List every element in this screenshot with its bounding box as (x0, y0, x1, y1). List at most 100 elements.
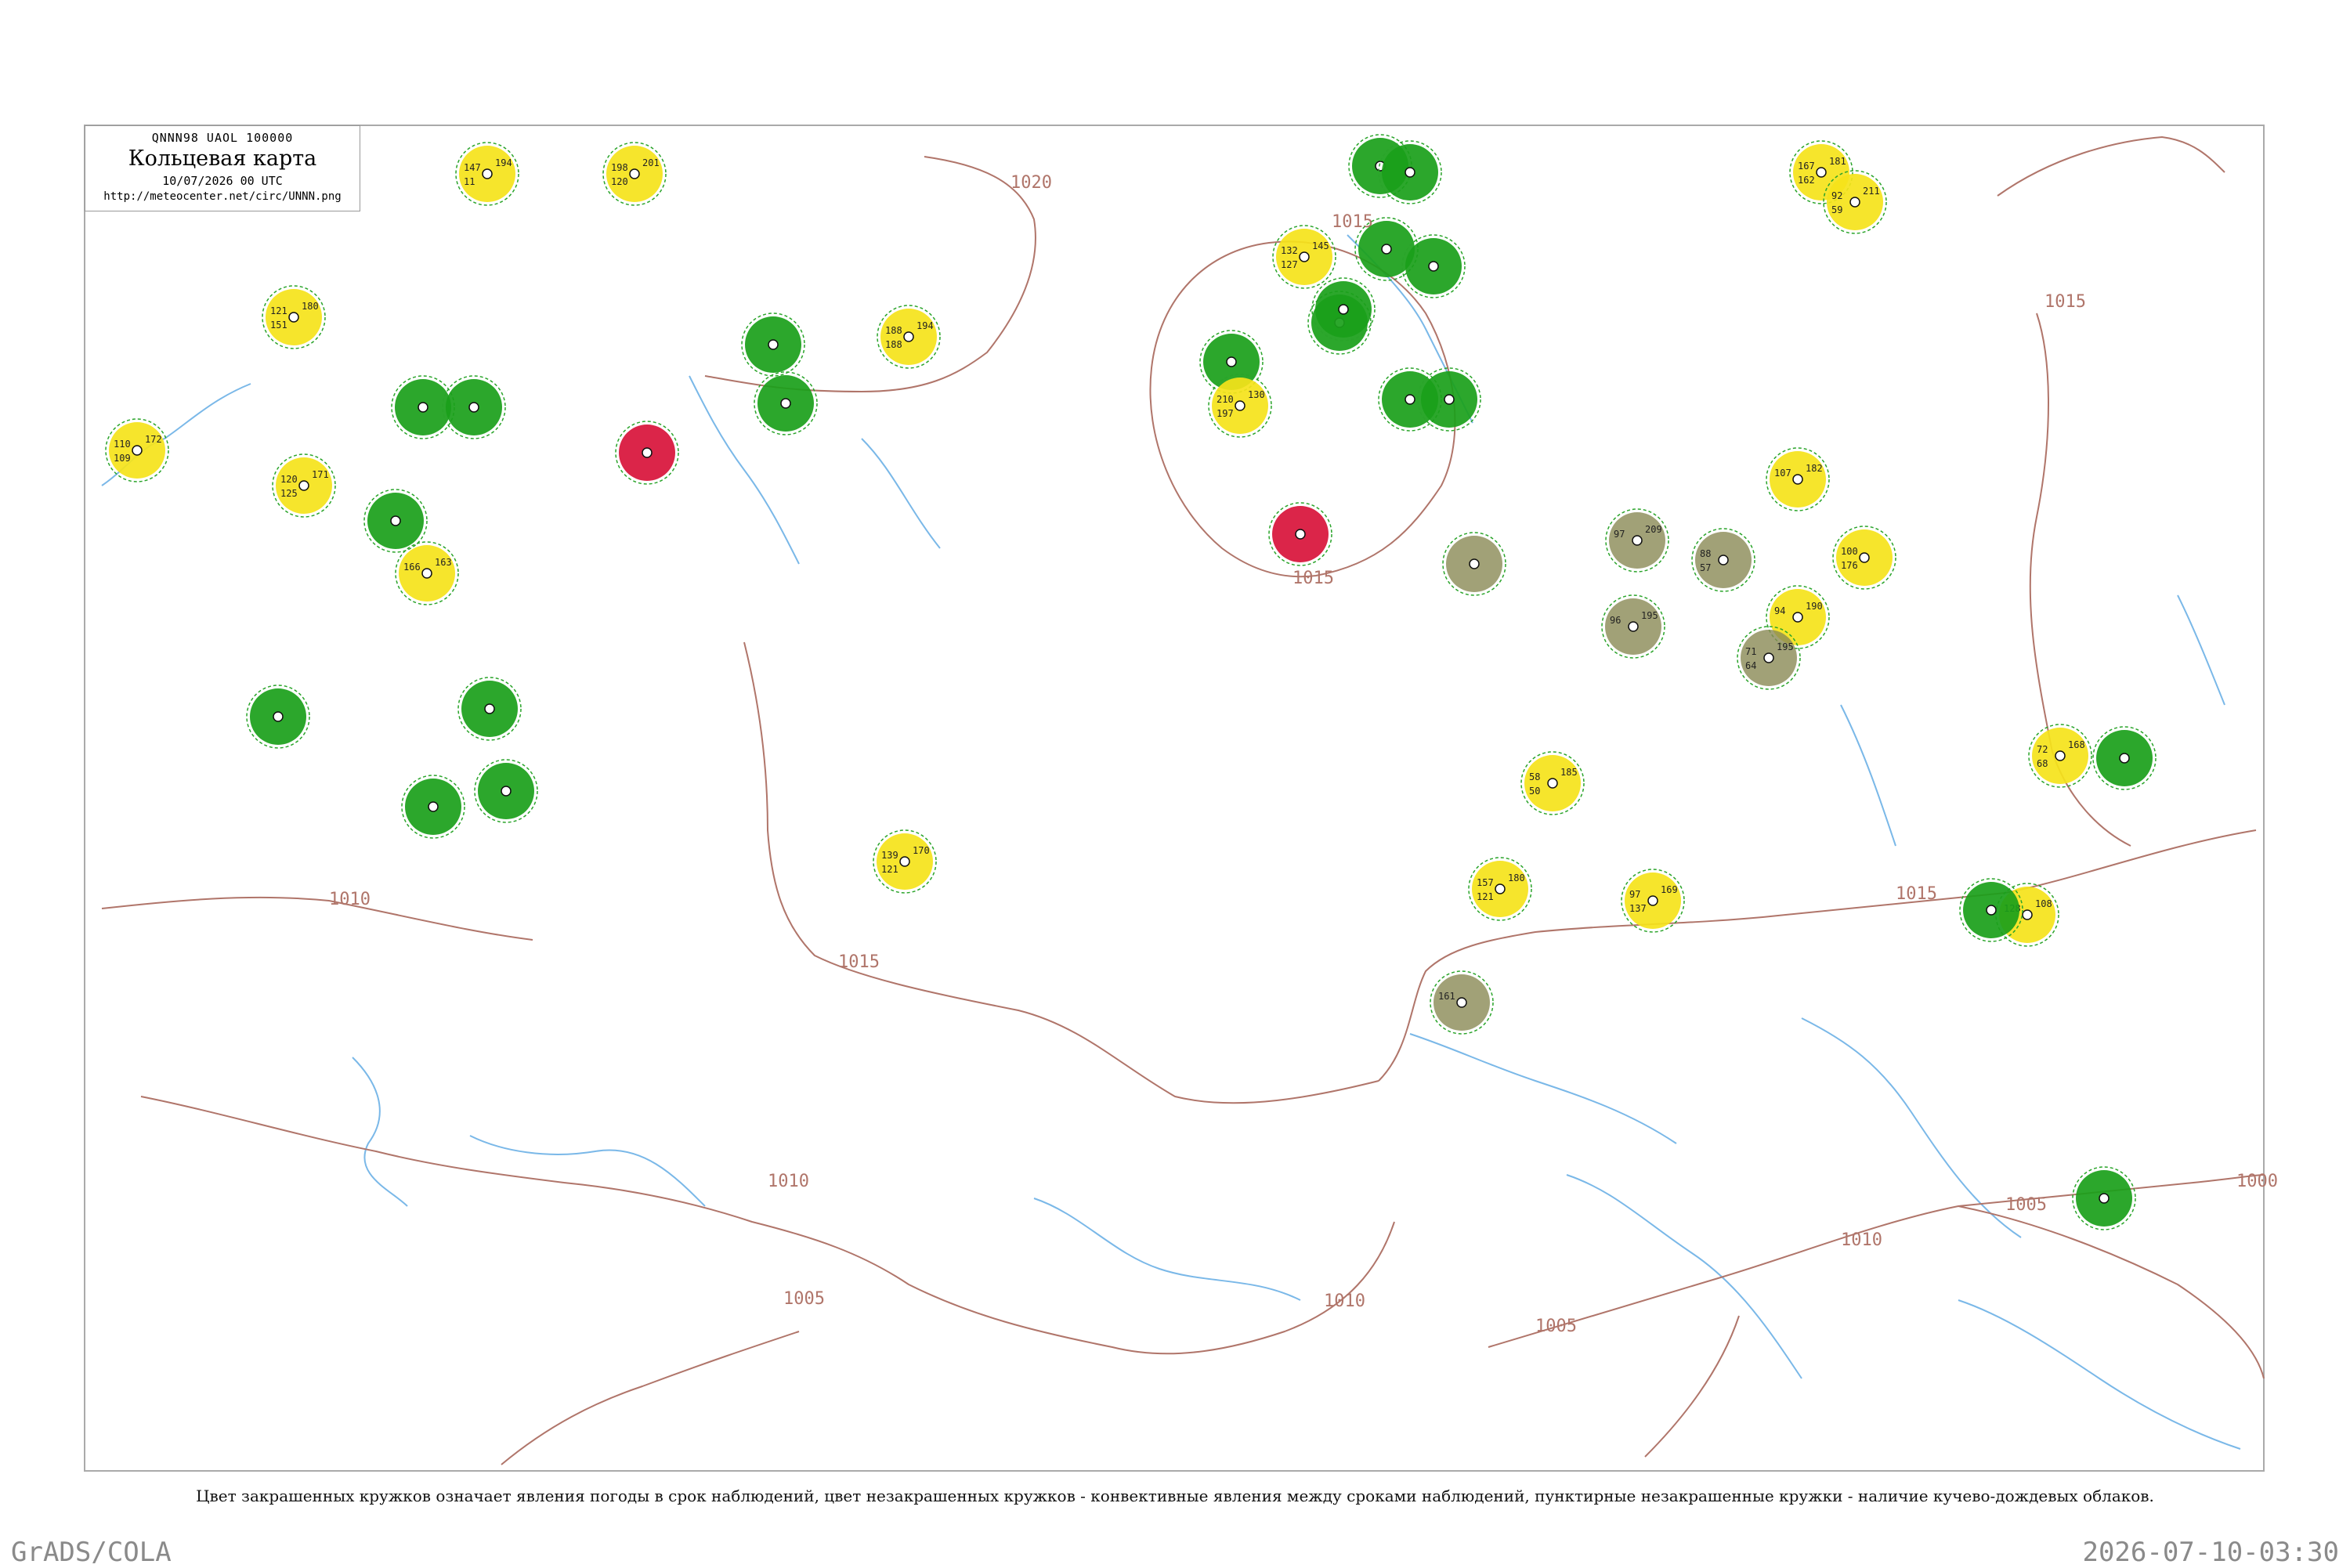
station-dewpoint: 188 (885, 339, 902, 350)
station-marker (1718, 555, 1729, 565)
station-marker (501, 786, 512, 797)
station-pressure: 195 (1777, 641, 1794, 652)
isobar-label: 1015 (1292, 569, 1334, 588)
station-marker (642, 447, 653, 458)
cb-cloud-ring (1311, 277, 1376, 341)
station-temperature: 121 (270, 305, 287, 316)
station-dewpoint: 109 (114, 453, 131, 464)
station-green-circle (2092, 726, 2157, 790)
station-yellow-circle: 194 147 11 (455, 142, 519, 206)
station-pressure: 163 (435, 557, 452, 568)
station-dewpoint: 151 (270, 320, 287, 331)
isobar-label: 1015 (2044, 292, 2086, 312)
footer-timestamp: 2026-07-10-03:30 (2082, 1537, 2339, 1568)
isobar-label: 1005 (1535, 1317, 1577, 1336)
station-pressure: 185 (1560, 767, 1578, 778)
cb-cloud-ring (1430, 970, 1494, 1035)
station-dewpoint: 125 (280, 488, 298, 499)
cb-cloud-ring (1605, 508, 1669, 573)
cb-cloud-ring (1417, 367, 1481, 432)
station-pressure: 201 (642, 157, 660, 168)
station-marker (1444, 394, 1455, 405)
cb-cloud-ring (457, 677, 522, 741)
station-pressure: 182 (1806, 463, 1823, 474)
station-pressure: 194 (495, 157, 512, 168)
station-green-circle (1311, 277, 1376, 341)
station-marker (1547, 778, 1558, 789)
station-marker (428, 801, 439, 812)
isobar-label: 1020 (1010, 173, 1052, 193)
cb-cloud-ring (474, 759, 538, 823)
cb-cloud-ring (455, 142, 519, 206)
cb-cloud-ring (602, 142, 667, 206)
station-temperature: 161 (1438, 991, 1455, 1002)
station-marker (1381, 244, 1392, 255)
station-marker (1235, 400, 1246, 411)
station-pressure: 145 (1312, 240, 1329, 251)
station-pressure: 171 (312, 469, 329, 480)
cb-cloud-ring (1737, 626, 1801, 690)
station-marker (132, 445, 143, 456)
station-dewpoint: 57 (1700, 562, 1711, 573)
station-marker (1763, 652, 1774, 663)
station-temperature: 97 (1614, 529, 1625, 540)
station-marker (1986, 905, 1997, 916)
station-dewpoint: 137 (1629, 903, 1647, 914)
station-yellow-circle: 180 121 151 (262, 285, 326, 349)
map-title: Кольцевая карта (128, 146, 317, 171)
cb-cloud-ring (1789, 140, 1853, 204)
station-pressure: 169 (1661, 884, 1678, 895)
station-marker (1647, 895, 1658, 906)
station-green-circle (1199, 330, 1264, 394)
station-dewpoint: 162 (1798, 175, 1815, 186)
station-marker (1295, 529, 1306, 540)
station-dewpoint: 121 (1477, 891, 1494, 902)
cb-cloud-ring (272, 453, 336, 518)
cb-cloud-ring (877, 305, 941, 369)
station-green-circle (1401, 234, 1466, 298)
station-pressure: 130 (1248, 389, 1265, 400)
station-marker (1632, 535, 1643, 546)
map-caption: Цвет закрашенных кружков означает явлени… (196, 1487, 2154, 1505)
isobar-labels: 1020101510151015101510151010101010101010… (329, 173, 2278, 1336)
station-green-circle (391, 375, 455, 439)
cb-cloud-ring (1199, 330, 1264, 394)
isobar-label: 1010 (1324, 1292, 1365, 1311)
cb-cloud-ring (2028, 724, 2092, 788)
station-marker (1792, 474, 1803, 485)
station-green-circle (1417, 367, 1481, 432)
station-marker (2022, 909, 2033, 920)
station-pressure: 172 (145, 434, 162, 445)
station-temperature: 88 (1700, 548, 1711, 559)
cb-cloud-ring (1823, 170, 1887, 234)
station-marker (482, 168, 493, 179)
station-marker (1338, 304, 1349, 315)
map-url[interactable]: http://meteocenter.net/circ/UNNN.png (103, 190, 342, 203)
cb-cloud-ring (1959, 878, 2023, 942)
cb-cloud-ring (741, 313, 805, 377)
station-pressure: 180 (302, 301, 319, 312)
cb-cloud-ring (873, 829, 937, 894)
cb-cloud-ring (1995, 883, 2059, 947)
cb-cloud-ring (1442, 532, 1506, 596)
station-marker (1816, 167, 1827, 178)
station-temperature: 96 (1610, 615, 1621, 626)
isobar-label: 1015 (1896, 884, 1937, 904)
station-dewpoint: 11 (464, 176, 475, 187)
station-marker (1792, 612, 1803, 623)
station-marker (780, 398, 791, 409)
station-temperature: 132 (1281, 245, 1298, 256)
station-temperature: 94 (1774, 605, 1785, 616)
station-pressure: 209 (1645, 524, 1662, 535)
station-temperature: 157 (1477, 877, 1494, 888)
cb-cloud-ring (1766, 447, 1830, 511)
cb-cloud-ring (1832, 526, 1896, 590)
station-temperature: 147 (464, 162, 481, 173)
